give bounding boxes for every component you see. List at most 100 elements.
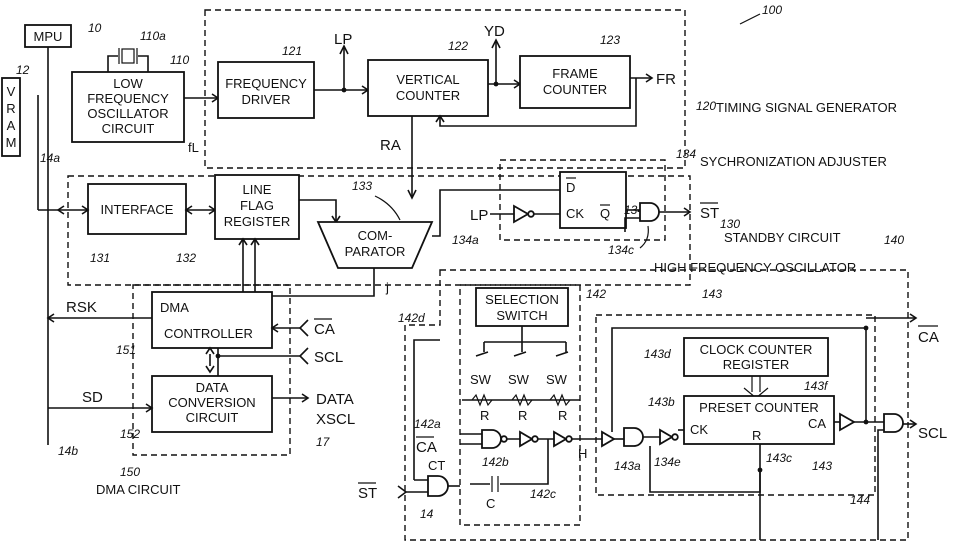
vram-letter: V xyxy=(7,84,16,99)
ref-10: 10 xyxy=(88,21,102,35)
ref-14a: 14a xyxy=(40,151,60,165)
preset-counter-label: PRESET COUNTER xyxy=(699,400,819,415)
ref-143d: 143d xyxy=(644,347,671,361)
signal-rsk: RSK xyxy=(66,299,97,316)
signal-sw1: SW xyxy=(470,372,492,387)
lfo-line: OSCILLATOR xyxy=(87,106,168,121)
signal-ca-in: CA xyxy=(314,321,335,338)
vram-letter: R xyxy=(6,101,15,116)
signal-fr: FR xyxy=(656,71,676,88)
interface-label: INTERFACE xyxy=(101,202,174,217)
signal-h: H xyxy=(578,446,587,461)
signal-sw3: SW xyxy=(546,372,568,387)
crystal-leads xyxy=(108,56,148,72)
inverter-icon xyxy=(520,432,532,446)
signal-r2: R xyxy=(518,408,527,423)
standby-title: STANDBY CIRCUIT xyxy=(724,230,841,245)
and-gate-icon xyxy=(884,414,903,432)
ref-143c: 143c xyxy=(766,451,792,465)
nand-bubble xyxy=(501,436,507,442)
ref-134: 134 xyxy=(676,147,696,161)
ccr-line: REGISTER xyxy=(723,357,789,372)
ref-140: 140 xyxy=(884,233,904,247)
wire-ccr-to-pc xyxy=(752,376,760,392)
ref-144: 144 xyxy=(850,493,870,507)
signal-sw2: SW xyxy=(508,372,530,387)
leader-134c xyxy=(640,226,648,248)
ref-17: 17 xyxy=(316,435,331,449)
ref-142b: 142b xyxy=(482,455,509,469)
ref-110a: 110a xyxy=(140,29,166,43)
lfr-line: LINE xyxy=(243,182,272,197)
buffer-icon xyxy=(840,414,854,430)
wire-comp-to-d xyxy=(432,190,560,236)
signal-d: D xyxy=(566,180,575,195)
and-gate-ct-icon xyxy=(428,476,448,496)
comparator-line: PARATOR xyxy=(345,244,406,259)
lfr-line: FLAG xyxy=(240,198,274,213)
frequency-driver-line: DRIVER xyxy=(241,92,290,107)
and-gate-icon xyxy=(624,428,643,446)
lfo-line: LOW xyxy=(113,76,143,91)
inverter-icon xyxy=(514,206,528,222)
ref-123: 123 xyxy=(600,33,620,47)
signal-ca-low: CA xyxy=(416,439,437,456)
signal-r1: R xyxy=(480,408,489,423)
frame-counter-line: COUNTER xyxy=(543,82,607,97)
ccr-line: CLOCK COUNTER xyxy=(700,342,813,357)
signal-st-out: ST xyxy=(700,205,719,222)
switch-blades xyxy=(476,352,568,356)
inverter-icon xyxy=(660,430,672,444)
ref-142c: 142c xyxy=(530,487,556,501)
ref-132: 132 xyxy=(176,251,196,265)
ref-130: 130 xyxy=(720,217,740,231)
signal-lp-in: LP xyxy=(470,207,488,224)
selection-switch-line: SWITCH xyxy=(496,308,547,323)
ref-134c: 134c xyxy=(608,243,634,257)
ref-12: 12 xyxy=(16,63,30,77)
wire-and-input xyxy=(625,218,640,232)
buffer-icon xyxy=(602,432,614,446)
frame-counter-line: FRAME xyxy=(552,66,598,81)
chevron-icon xyxy=(300,320,308,336)
signal-ck: CK xyxy=(566,206,584,221)
signal-fl: fL xyxy=(188,140,199,155)
wire-and-loop xyxy=(878,430,884,540)
ref-133: 133 xyxy=(352,179,372,193)
capacitor-icon xyxy=(492,476,498,492)
ref-14: 14 xyxy=(420,507,434,521)
ref-134e: 134e xyxy=(654,455,681,469)
ref-110: 110 xyxy=(170,53,189,67)
selection-switch-line: SELECTION xyxy=(485,292,559,307)
signal-ca-out: CA xyxy=(918,329,939,346)
signal-ct: CT xyxy=(428,458,445,473)
signal-j: j xyxy=(385,280,389,295)
ref-14b: 14b xyxy=(58,444,78,458)
lfo-line: FREQUENCY xyxy=(87,91,169,106)
ref-131: 131 xyxy=(90,251,110,265)
dma-controller-line: DMA xyxy=(160,300,189,315)
ref-150: 150 xyxy=(120,465,140,479)
ref-152: 152 xyxy=(120,427,140,441)
ref-143a: 143a xyxy=(614,459,641,473)
signal-ra: RA xyxy=(380,137,401,154)
signal-ca-pin: CA xyxy=(808,416,826,431)
ref-143b: 143b xyxy=(648,395,675,409)
lfr-line: REGISTER xyxy=(224,214,290,229)
signal-data: DATA xyxy=(316,391,354,408)
vertical-counter-line: COUNTER xyxy=(396,88,460,103)
signal-scl-out: SCL xyxy=(918,425,947,442)
signal-scl-in: SCL xyxy=(314,349,343,366)
ref-143-top: 143 xyxy=(702,287,722,301)
vertical-counter-line: VERTICAL xyxy=(396,72,459,87)
signal-sd: SD xyxy=(82,389,103,406)
signal-c1: C xyxy=(486,496,495,511)
wire-dma-to-lfr xyxy=(243,239,255,292)
switch-stems xyxy=(484,342,566,352)
signal-lp: LP xyxy=(334,31,352,48)
signal-st-in: ST xyxy=(358,485,377,502)
vram-letter: A xyxy=(7,118,16,133)
signal-r3: R xyxy=(558,408,567,423)
lfo-line: CIRCUIT xyxy=(102,121,155,136)
wire-scl-in xyxy=(218,348,300,356)
